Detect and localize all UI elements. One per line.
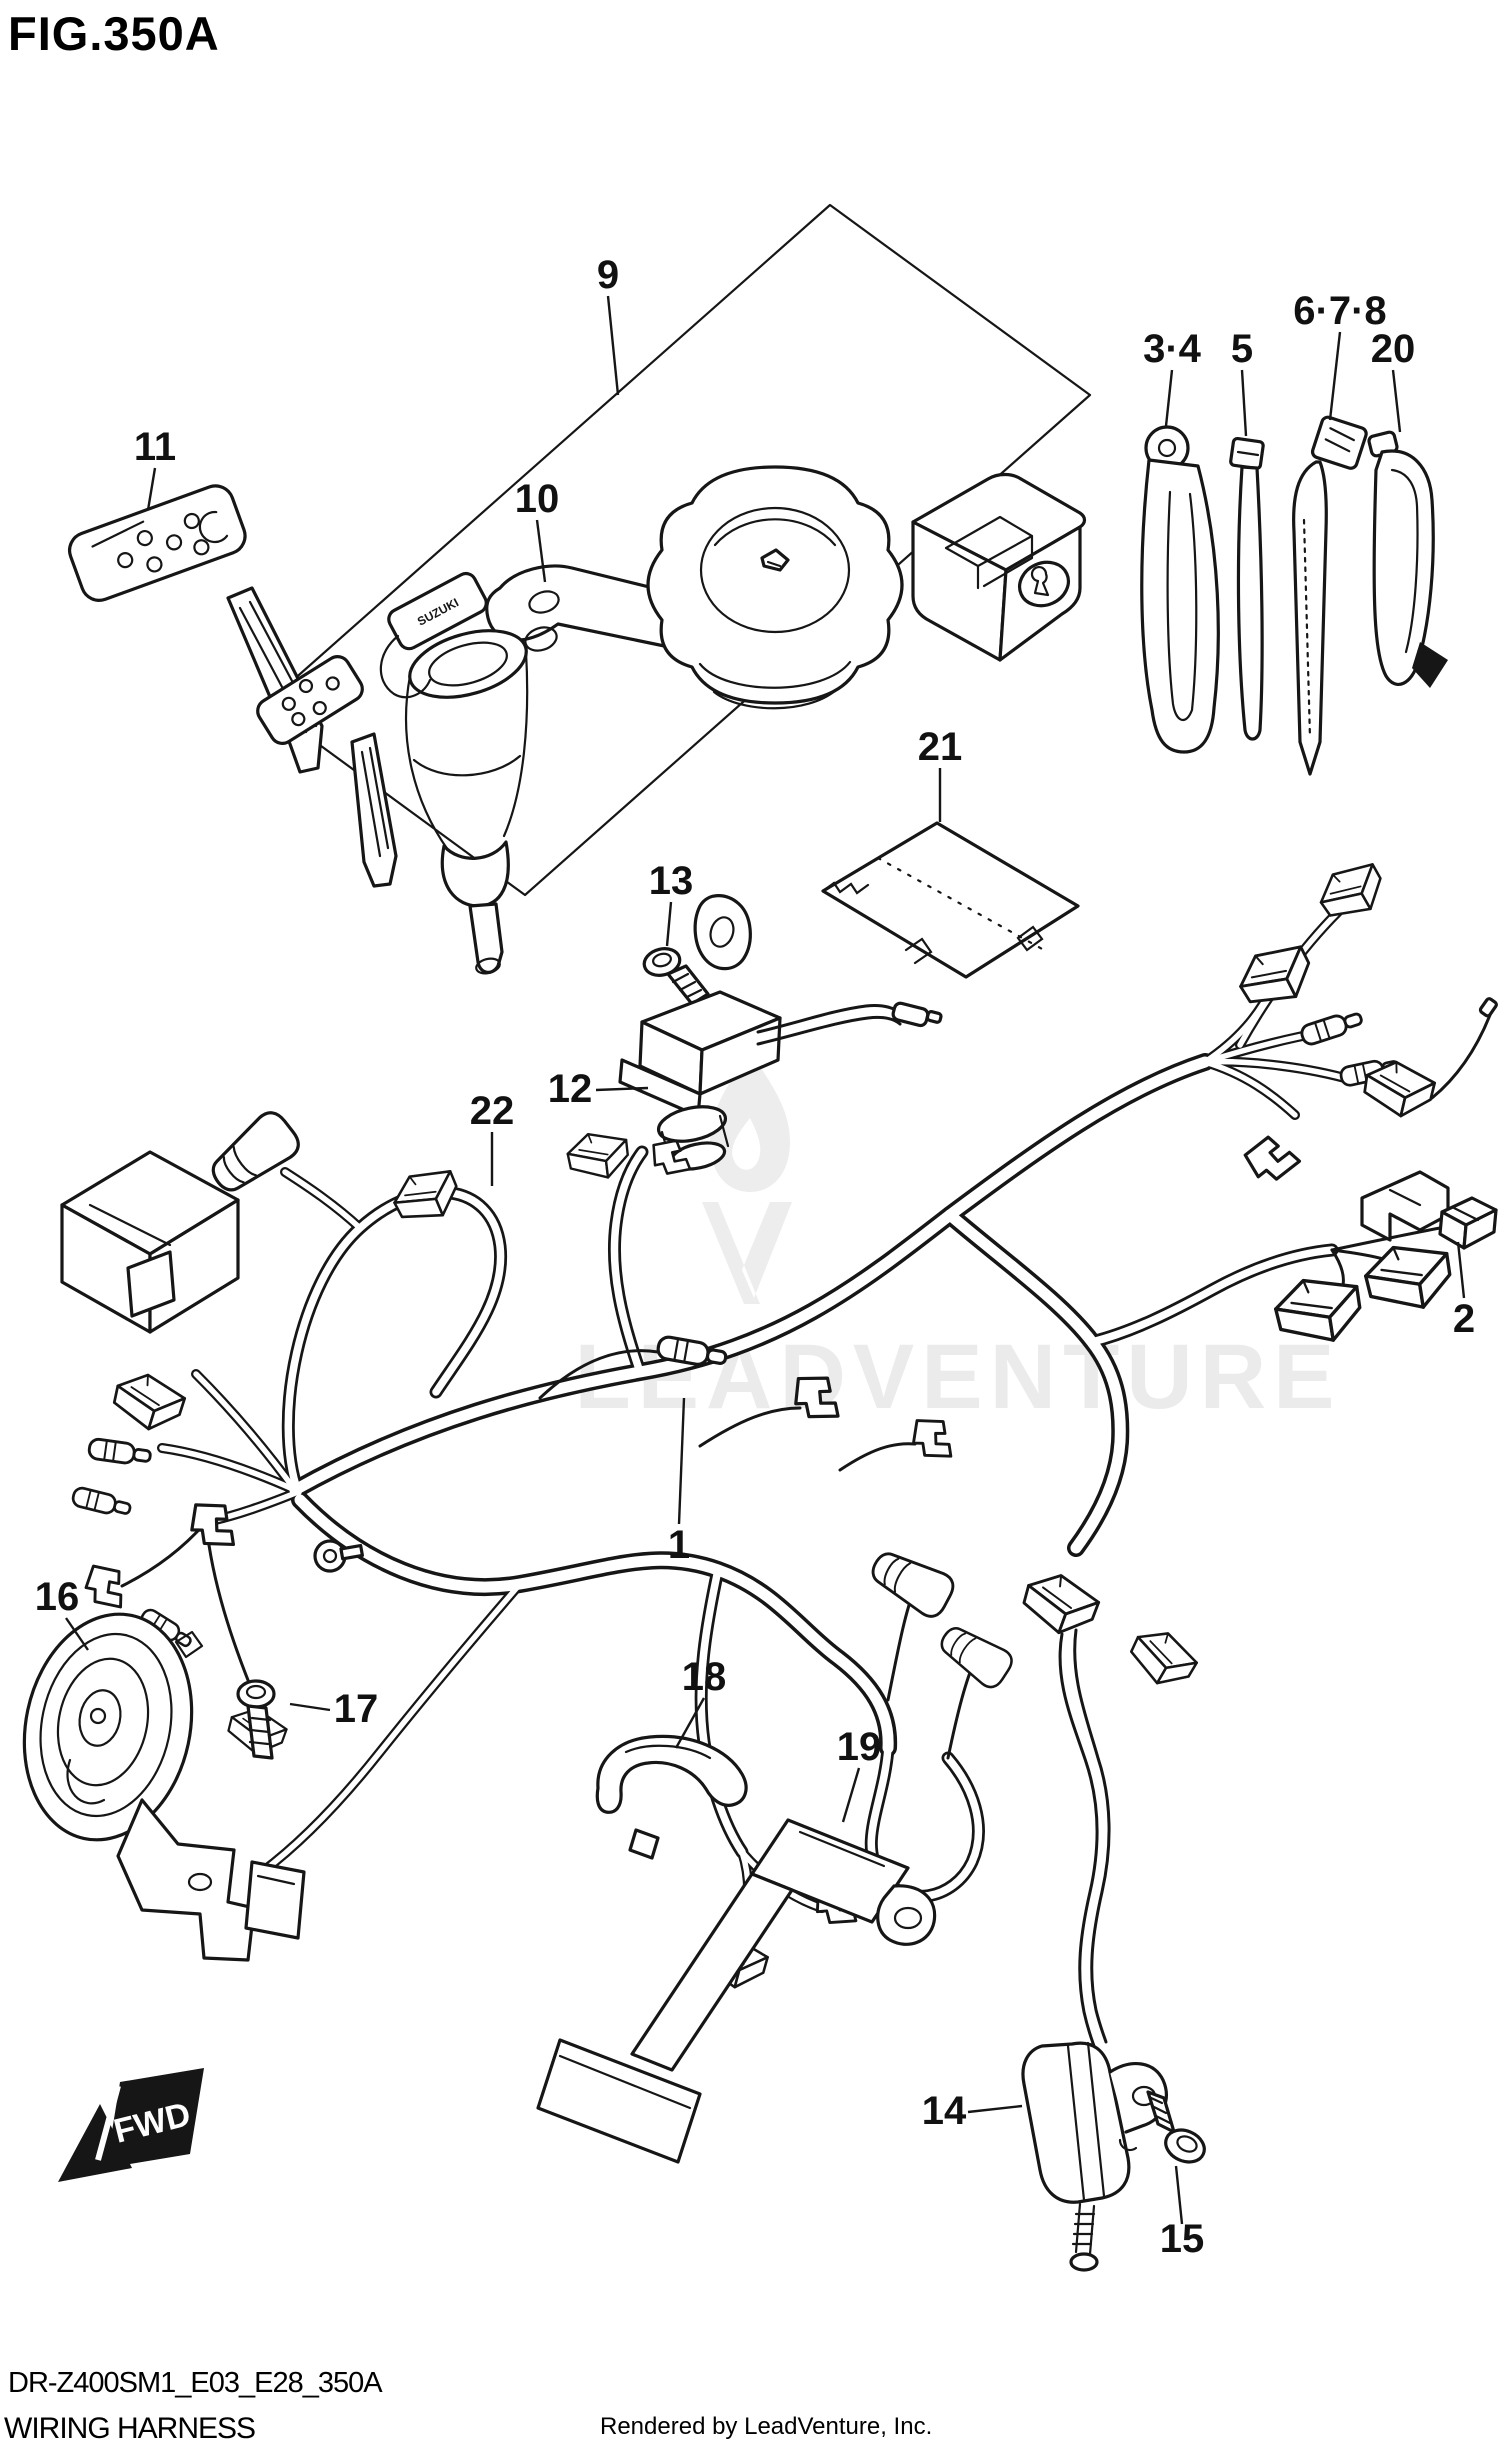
callout-19: 19 <box>837 1725 882 1823</box>
part-number-label[interactable]: 11 <box>134 425 176 469</box>
callouts: 9 10 11 3·4 5 6·7·8 20 21 13 12 22 2 1 1… <box>35 253 1475 2261</box>
part-number-label[interactable]: 19 <box>837 1725 882 1769</box>
lock-body <box>911 472 1087 662</box>
callout-2: 2 <box>1453 1241 1475 1341</box>
wire-tip <box>1478 997 1498 1018</box>
part-10-ignition-switch: SUZUKI <box>256 564 725 975</box>
callout-21: 21 <box>918 725 963 822</box>
part-number-label[interactable]: 1 <box>668 1523 690 1567</box>
callout-10: 10 <box>515 477 560 583</box>
rubber-boot-connector <box>863 1541 960 1623</box>
leader-line <box>1328 331 1342 421</box>
part-number-label[interactable]: 18 <box>682 1655 727 1699</box>
leader-line <box>1164 369 1174 427</box>
relay-connector-box <box>60 1150 240 1334</box>
callout-22: 22 <box>470 1089 515 1186</box>
leader-line <box>535 519 547 583</box>
callout-6-7-8: 6·7·8 <box>1293 289 1387 421</box>
part-number-label[interactable]: 9 <box>597 253 619 297</box>
leader-line <box>1456 1241 1466 1299</box>
part-number-label[interactable]: 16 <box>35 1575 80 1619</box>
leader-line <box>595 1086 649 1092</box>
fwd-arrow: FWD <box>58 2068 204 2182</box>
part-number-label[interactable]: 3·4 <box>1143 327 1202 371</box>
part-14-switch <box>1017 1566 1168 2272</box>
footer-credit: Rendered by LeadVenture, Inc. <box>600 2413 932 2440</box>
connector <box>1122 1621 1205 1696</box>
leader-line <box>841 1767 861 1823</box>
figure-title: FIG.350A <box>8 7 220 60</box>
leader-line <box>289 1702 331 1712</box>
clip-connector <box>183 1495 246 1554</box>
part-18-clamp <box>595 1734 748 1860</box>
leader-line <box>967 2104 1023 2114</box>
part-number-label[interactable]: 14 <box>922 2089 967 2133</box>
bullet-terminal <box>69 1484 134 1520</box>
part-21-sheet <box>821 821 1080 979</box>
part-16-horn <box>22 1612 306 1962</box>
fuel-cap <box>646 465 904 710</box>
part-number-label[interactable]: 12 <box>548 1067 593 1111</box>
callout-12: 12 <box>548 1067 649 1111</box>
part-5-cable-tie <box>1229 436 1265 741</box>
part-3-4-strap <box>1140 425 1220 754</box>
callout-15: 15 <box>1160 2165 1205 2261</box>
leader-line <box>146 467 157 511</box>
callout-11: 11 <box>134 425 176 511</box>
leader-line <box>674 1697 706 1749</box>
part-number-label[interactable]: 13 <box>649 859 694 903</box>
leader-line <box>1240 369 1248 437</box>
part-15-bolt <box>1146 2090 1206 2164</box>
part-number-label[interactable]: 10 <box>515 477 560 521</box>
callout-18: 18 <box>674 1655 727 1749</box>
part-17-bolt <box>236 1679 276 1760</box>
callout-20: 20 <box>1371 327 1416 433</box>
part-number-label[interactable]: 15 <box>1160 2217 1205 2261</box>
part-number-label[interactable]: 22 <box>470 1089 515 1133</box>
bullet-terminal <box>86 1436 153 1468</box>
callout-3-4: 3·4 <box>1143 327 1202 427</box>
leader-line <box>665 901 673 947</box>
part-19-bracket <box>536 1818 937 2164</box>
connector <box>109 1367 190 1437</box>
watermark-v-icon <box>702 1202 792 1304</box>
part-number-label[interactable]: 17 <box>334 1687 379 1731</box>
callout-5: 5 <box>1231 327 1253 437</box>
part-number-label[interactable]: 21 <box>918 725 963 769</box>
callout-16: 16 <box>35 1575 89 1651</box>
leader-line <box>677 1397 686 1525</box>
callout-9: 9 <box>597 253 620 396</box>
leader-line <box>1174 2165 1184 2225</box>
leader-line <box>606 295 620 396</box>
callout-14: 14 <box>922 2089 1023 2133</box>
callout-1: 1 <box>668 1397 690 1567</box>
part-1-wiring-harness <box>60 851 1498 1994</box>
part-number-label[interactable]: 5 <box>1231 327 1253 371</box>
part-20-clip <box>1367 430 1448 688</box>
bullet-terminal <box>1298 1007 1366 1048</box>
connector <box>1310 851 1395 932</box>
clip-connector <box>77 1558 137 1615</box>
callout-13: 13 <box>649 859 694 947</box>
sub-harness-right <box>1240 1128 1460 1354</box>
footer-drawing-code: DR-Z400SM1_E03_E28_350A <box>8 2367 383 2399</box>
callout-17: 17 <box>289 1687 379 1731</box>
leader-line <box>65 1617 89 1651</box>
footer-part-name: WIRING HARNESS <box>4 2412 255 2445</box>
rubber-boot-connector <box>932 1617 1018 1693</box>
part-number-label[interactable]: 6·7·8 <box>1293 289 1386 333</box>
watermark-flame-icon <box>710 1052 790 1192</box>
part-2-connector <box>1438 1196 1498 1250</box>
part-6-7-8-cable-tie <box>1292 415 1368 776</box>
leader-line <box>1391 369 1402 433</box>
part-13-screw <box>642 947 710 1006</box>
part-9-option-box <box>263 203 1092 897</box>
part-number-label[interactable]: 2 <box>1453 1297 1475 1341</box>
part-number-label[interactable]: 20 <box>1371 327 1416 371</box>
